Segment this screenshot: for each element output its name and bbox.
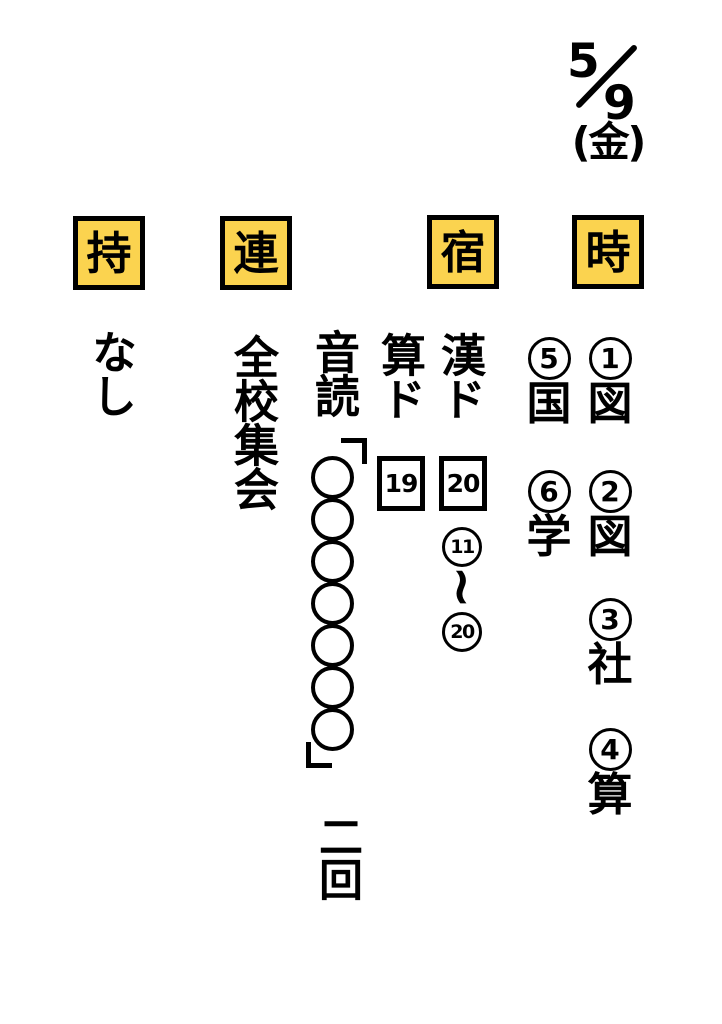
- timetable-period-6: 6 学: [526, 470, 572, 563]
- timetable-period-3: 3 社: [587, 598, 633, 691]
- period-2-subject: 図: [587, 510, 633, 563]
- homework-reading-label: 音読: [307, 329, 360, 417]
- period-4-number-circle: 4: [588, 728, 632, 771]
- notices-text: 全校集会: [226, 334, 279, 510]
- period-5-subject: 国: [526, 377, 572, 430]
- homework-kanji-drill-label: 漢ド: [433, 332, 486, 420]
- badge-homework: 宿: [427, 215, 499, 289]
- period-3-subject: 社: [587, 638, 633, 691]
- period-2-number-circle: 2: [588, 470, 632, 513]
- homework-reading-times: 二回: [311, 814, 362, 900]
- period-3-number-circle: 3: [588, 598, 632, 641]
- title-placeholder-circle: [311, 708, 354, 751]
- date-weekday: (金): [571, 118, 646, 166]
- timetable-period-5: 5 国: [526, 337, 572, 430]
- title-placeholder-circle: [311, 582, 354, 625]
- homework-math-drill-label: 算ド: [373, 332, 426, 420]
- badge-timetable: 時: [572, 215, 644, 289]
- date-day: 9: [603, 76, 636, 131]
- period-4-subject: 算: [587, 768, 633, 821]
- badge-notices: 連: [220, 216, 292, 290]
- period-1-number-circle: 1: [588, 337, 632, 380]
- reading-title-placeholder: [311, 456, 354, 751]
- timetable-period-2: 2 図: [587, 470, 633, 563]
- homework-kanji-drill-range-start-circle: 11: [442, 527, 482, 567]
- homework-kanji-drill-range-end-circle: 20: [442, 612, 482, 652]
- belongings-text: なし: [84, 329, 137, 417]
- title-placeholder-circle: [311, 498, 354, 541]
- period-1-subject: 図: [587, 377, 633, 430]
- timetable-period-4: 4 算: [587, 728, 633, 821]
- title-placeholder-circle: [311, 666, 354, 709]
- close-quote-bracket-icon: [306, 742, 332, 768]
- period-6-subject: 学: [526, 510, 572, 563]
- open-quote-bracket-icon: [341, 438, 367, 464]
- homework-kanji-drill-page-box: 20: [439, 456, 487, 511]
- date-month: 5: [567, 34, 600, 89]
- homework-math-drill-page-box: 19: [377, 456, 425, 511]
- badge-belongings: 持: [73, 216, 145, 290]
- title-placeholder-circle: [311, 540, 354, 583]
- title-placeholder-circle: [311, 456, 354, 499]
- period-6-number-circle: 6: [527, 470, 571, 513]
- timetable-period-1: 1 図: [587, 337, 633, 430]
- title-placeholder-circle: [311, 624, 354, 667]
- period-5-number-circle: 5: [527, 337, 571, 380]
